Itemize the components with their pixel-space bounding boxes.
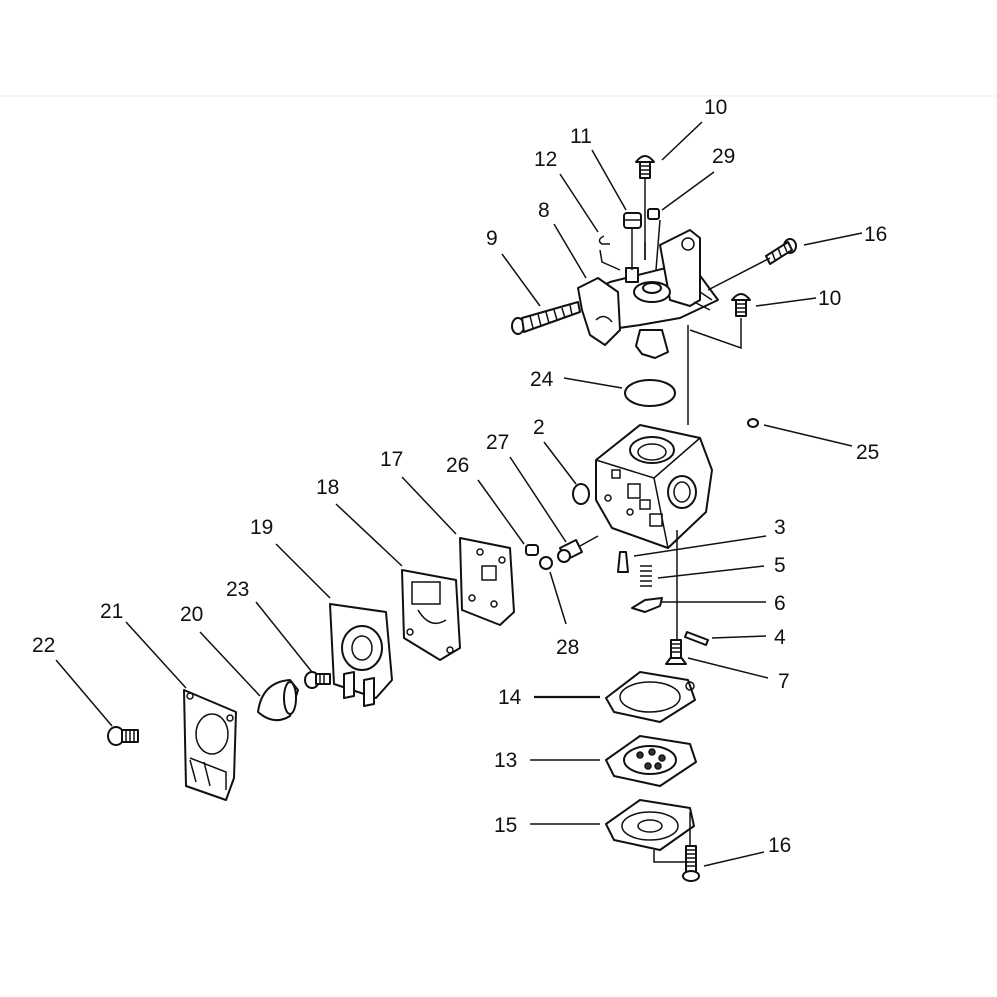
callout-13: 13 xyxy=(494,749,517,772)
part-24-o-ring xyxy=(624,379,676,407)
leader-lines xyxy=(55,121,863,867)
assembly-lines-bottom xyxy=(653,812,691,863)
part-14-gasket xyxy=(605,671,696,723)
callout-27: 27 xyxy=(486,431,509,454)
part-25-plug xyxy=(747,418,759,428)
part-2-seal xyxy=(572,483,590,505)
callout-18: 18 xyxy=(316,476,339,499)
callout-2: 2 xyxy=(533,416,545,439)
callout-10-right: 10 xyxy=(818,287,841,310)
callout-28: 28 xyxy=(556,636,579,659)
callout-19: 19 xyxy=(250,516,273,539)
part-27-needle xyxy=(557,535,599,563)
part-16-screw-bottom xyxy=(682,845,700,882)
part-20-primer-bulb xyxy=(257,679,299,722)
part-19-pump-body xyxy=(329,603,393,707)
callout-6: 6 xyxy=(774,592,786,615)
callout-24: 24 xyxy=(530,368,554,391)
part-7-screw xyxy=(665,639,687,665)
callout-4: 4 xyxy=(774,626,786,649)
part-11-adjust-knob xyxy=(623,212,642,270)
part-12-e-clip xyxy=(598,235,610,245)
callout-25: 25 xyxy=(856,441,879,464)
callout-15: 15 xyxy=(494,814,517,837)
part-29-bushing xyxy=(647,208,660,220)
part-28-plug xyxy=(539,556,553,570)
callout-29: 29 xyxy=(712,145,735,168)
part-21-primer-retainer xyxy=(183,689,237,801)
callout-22: 22 xyxy=(32,634,55,657)
callout-21: 21 xyxy=(100,600,123,623)
part-26-plug xyxy=(525,544,539,556)
assembly-lines-top xyxy=(599,219,771,350)
part-16-screw-top xyxy=(765,238,797,265)
part-10-screw-top xyxy=(635,155,655,260)
callout-3: 3 xyxy=(774,516,786,539)
callout-labels: 10 11 29 12 8 9 16 10 24 25 2 27 26 17 1… xyxy=(32,96,887,857)
callout-17: 17 xyxy=(380,448,403,471)
part-18-pump-diaphragm xyxy=(401,569,461,661)
part-17-gasket-plate xyxy=(459,537,515,626)
callout-5: 5 xyxy=(774,554,786,577)
part-23-screw xyxy=(304,671,331,689)
callout-16-bottom: 16 xyxy=(768,834,791,857)
callout-14: 14 xyxy=(498,686,522,709)
callout-8: 8 xyxy=(538,199,550,222)
part-15-metering-cover xyxy=(605,799,695,851)
callout-12: 12 xyxy=(534,148,557,171)
callout-16-top: 16 xyxy=(864,223,887,246)
part-5-spring xyxy=(640,565,652,587)
part-9-long-screw xyxy=(511,301,581,335)
part-6-metering-lever xyxy=(631,597,663,613)
part-carburetor-body xyxy=(595,424,713,549)
part-4-pin xyxy=(684,631,709,646)
callout-9: 9 xyxy=(486,227,498,250)
callout-10-top: 10 xyxy=(704,96,727,119)
part-3-inlet-needle xyxy=(617,551,629,573)
callout-11: 11 xyxy=(570,125,592,148)
part-10-screw-right xyxy=(731,293,751,317)
callout-20: 20 xyxy=(180,603,203,626)
throttle-body-assembly xyxy=(577,229,719,359)
part-13-diaphragm xyxy=(605,735,697,787)
callout-26: 26 xyxy=(446,454,469,477)
part-22-screw xyxy=(107,726,139,746)
callout-23: 23 xyxy=(226,578,249,601)
callout-7: 7 xyxy=(778,670,790,693)
